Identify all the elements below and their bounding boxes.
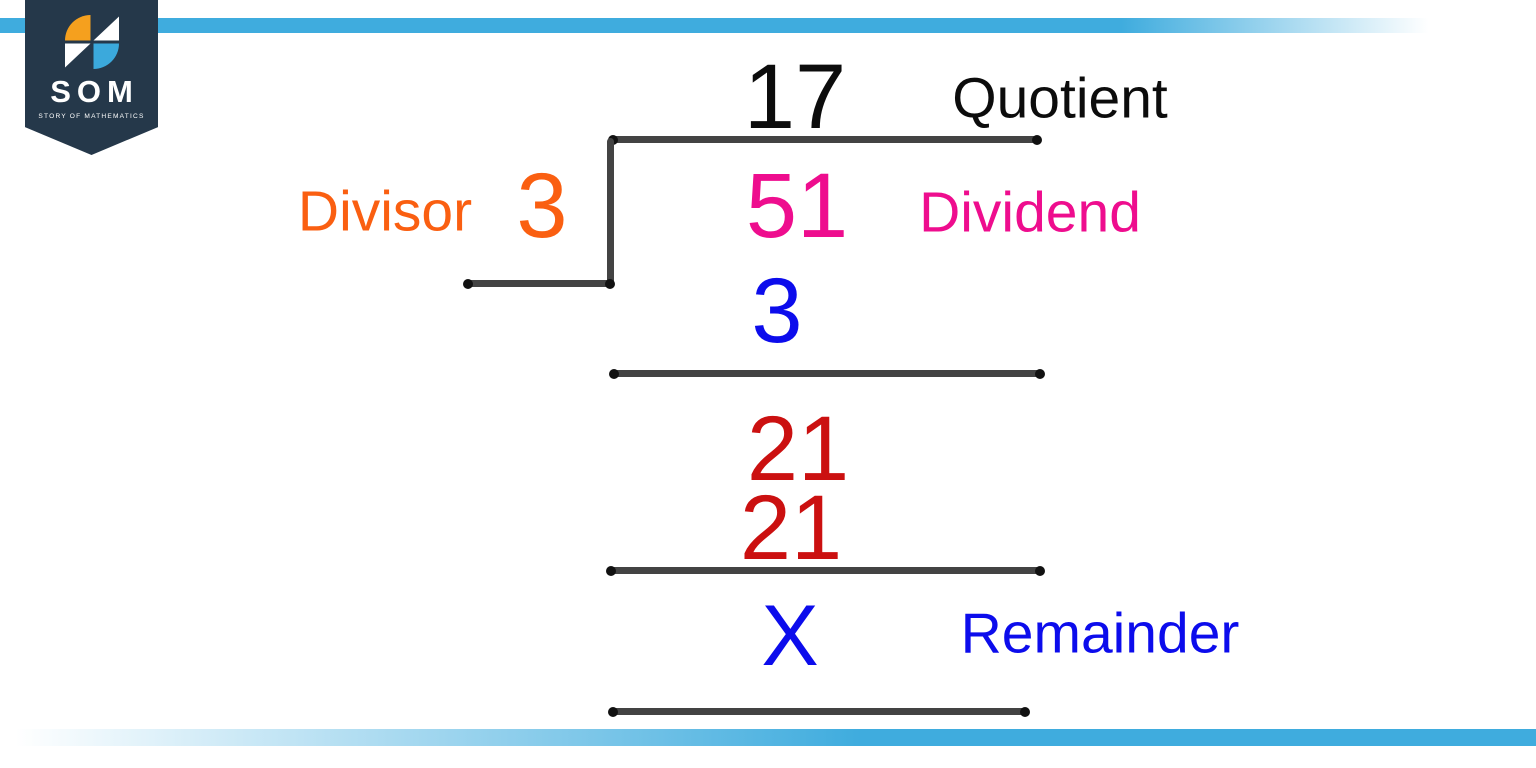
line-endpoint-dot [609,368,619,379]
step-value-2: 21 [746,398,850,500]
line-endpoint-dot [1020,706,1030,717]
line-endpoint-dot [1035,368,1045,379]
dividend-value: 51 [745,155,849,257]
step-value-1: 3 [751,260,803,362]
divisor-label: Divisor [297,179,473,244]
subtraction-line-2 [606,565,1045,576]
som-pinwheel-icon [64,15,119,69]
bottom-accent-bar [0,729,1536,746]
step-value-3: 21 [739,477,843,579]
som-logo-pennant: SOM STORY OF MATHEMATICS [25,0,158,155]
bracket-vertical-line [607,138,614,286]
dividend-label: Dividend [919,180,1141,245]
bracket-left-line [463,278,615,289]
line-endpoint-dot [608,706,618,717]
remainder-value: X [761,588,819,684]
line-endpoint-dot [463,278,473,289]
logo-tagline: STORY OF MATHEMATICS [38,113,145,120]
line-endpoint-dot [606,565,616,576]
quotient-label: Quotient [952,66,1168,131]
logo-acronym: SOM [50,74,139,109]
remainder-label: Remainder [960,601,1240,666]
subtraction-line-1 [609,368,1045,379]
line-endpoint-dot [1035,565,1045,576]
top-accent-bar [0,18,1536,33]
divisor-value: 3 [516,155,568,257]
subtraction-line-3 [608,706,1030,717]
quotient-value: 17 [743,46,847,148]
line-endpoint-dot [1032,134,1042,145]
line-endpoint-dot [605,278,615,289]
